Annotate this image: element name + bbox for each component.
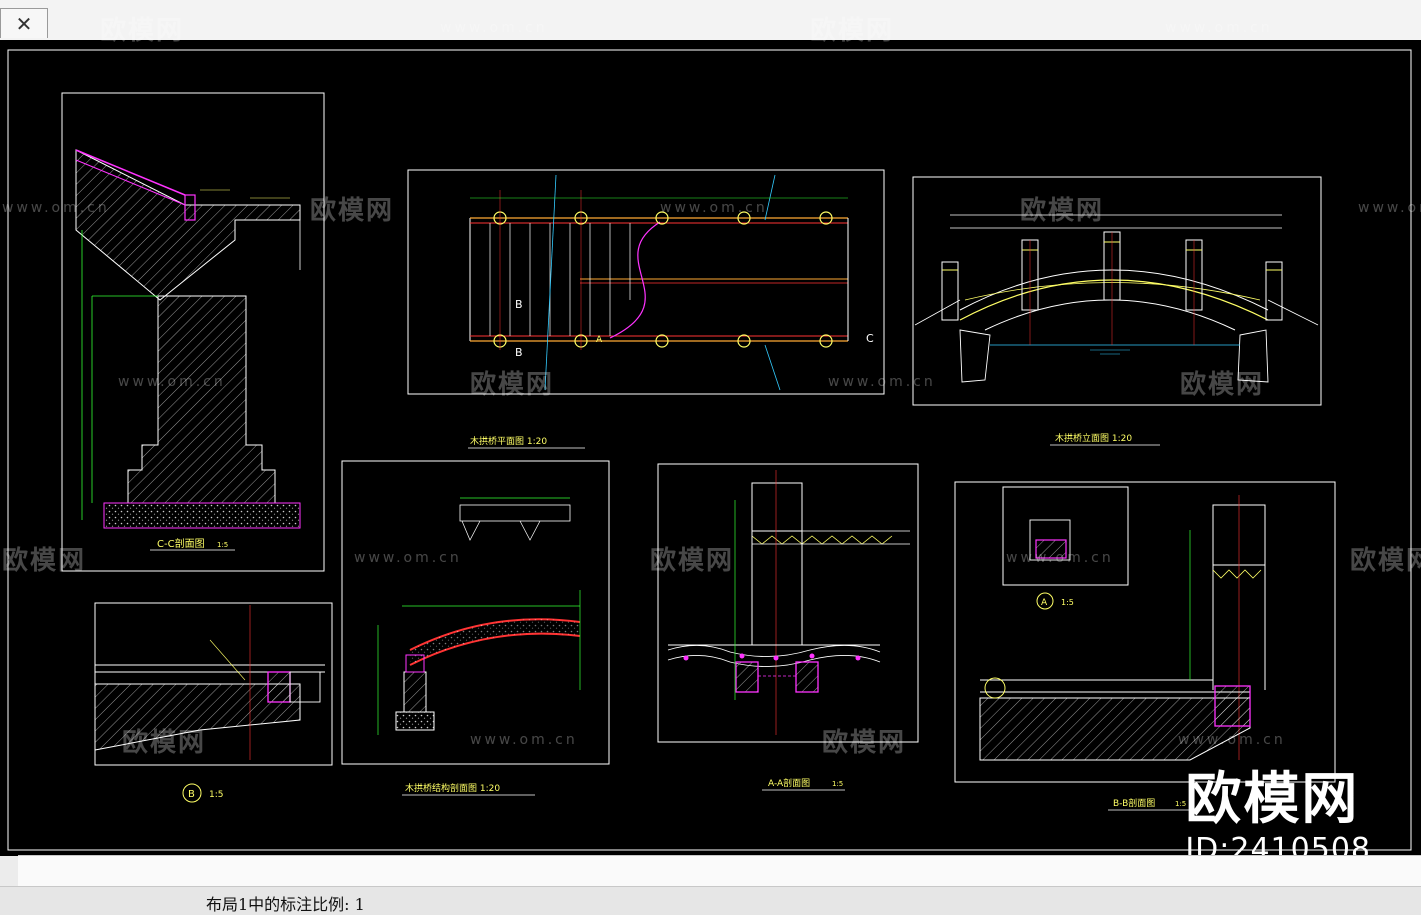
cc-section-drawing: C-C剖面图 1:5 xyxy=(61,92,325,572)
bb-section-drawing: A 1:5 B-B剖面图 1:5 xyxy=(954,481,1336,811)
structure-section-title: 木拱桥结构剖面图 1:20 xyxy=(405,782,500,794)
aa-section-drawing: A-A剖面图 1:5 xyxy=(657,463,919,791)
annotation-scale-status: 布局1中的标注比例: 1 xyxy=(206,895,365,914)
aa-section-title: A-A剖面图 xyxy=(768,777,810,789)
aa-section-scale: 1:5 xyxy=(832,780,843,788)
watermark-url: www.om.cn xyxy=(354,550,462,566)
detail-b-drawing: B 1:5 xyxy=(94,602,333,803)
elevation-drawing: 木拱桥立面图 1:20 xyxy=(912,176,1322,446)
close-drawing-button[interactable]: ✕ xyxy=(0,8,48,38)
cc-section-scale: 1:5 xyxy=(217,541,228,549)
watermark-logo: 欧模网 xyxy=(650,546,735,576)
watermark-logo: 欧模网 xyxy=(1180,370,1265,400)
watermark-logo: 欧模网 xyxy=(1350,546,1421,576)
watermark-badge-logo: 欧模网 xyxy=(1185,767,1360,832)
close-icon: ✕ xyxy=(15,11,33,36)
watermark-url: www.om.cn xyxy=(1165,20,1273,36)
watermark-logo: 欧模网 xyxy=(470,370,555,400)
watermark-logo: 欧模网 xyxy=(822,728,907,758)
watermark-url: www.om.cn xyxy=(1006,550,1114,566)
watermark-logo: 欧模网 xyxy=(100,16,185,46)
watermark-badge: 欧模网 ID:2410508 xyxy=(1185,768,1371,868)
plan-marker-b-lower: B xyxy=(515,346,523,359)
watermark-url: www.om.cn xyxy=(1358,200,1421,216)
cc-section-title: C-C剖面图 xyxy=(157,537,205,550)
watermark-url: www.om.cn xyxy=(470,732,578,748)
watermark-url: www.om.cn xyxy=(118,374,226,390)
watermark-logo: 欧模网 xyxy=(2,546,87,576)
layout-tab-strip[interactable] xyxy=(18,855,1421,886)
detail-b-mark: B xyxy=(188,789,195,800)
detail-a-mark: A xyxy=(1041,598,1048,608)
watermark-url: www.om.cn xyxy=(440,20,548,36)
drawing-canvas[interactable]: C-C剖面图 1:5 xyxy=(0,16,1421,867)
plan-marker-c: C xyxy=(866,332,874,345)
watermark-logo: 欧模网 xyxy=(122,728,207,758)
status-bar: 布局1中的标注比例: 1 xyxy=(0,886,1421,915)
watermark-url: www.om.cn xyxy=(660,200,768,216)
bb-section-scale: 1:5 xyxy=(1175,800,1186,808)
plan-view-drawing: B B A C 木拱桥平面图 1:20 xyxy=(407,169,885,449)
watermark-url: www.om.cn xyxy=(1178,732,1286,748)
watermark-url: www.om.cn xyxy=(828,374,936,390)
detail-b-scale: 1:5 xyxy=(209,790,223,800)
watermark-logo: 欧模网 xyxy=(1020,196,1105,226)
watermark-logo: 欧模网 xyxy=(810,16,895,46)
structure-section-drawing: 木拱桥结构剖面图 1:20 xyxy=(341,460,610,796)
sheet-border xyxy=(7,49,1412,851)
detail-a-scale: 1:5 xyxy=(1061,598,1074,607)
bb-section-title: B-B剖面图 xyxy=(1113,797,1155,809)
cad-drawing: C-C剖面图 1:5 xyxy=(7,49,1412,851)
watermark-url: www.om.cn xyxy=(2,200,110,216)
watermark-logo: 欧模网 xyxy=(310,196,395,226)
elevation-title: 木拱桥立面图 1:20 xyxy=(1055,432,1132,444)
plan-marker-b: B xyxy=(515,298,523,311)
plan-marker-a: A xyxy=(596,335,603,345)
plan-view-title: 木拱桥平面图 1:20 xyxy=(470,435,547,447)
